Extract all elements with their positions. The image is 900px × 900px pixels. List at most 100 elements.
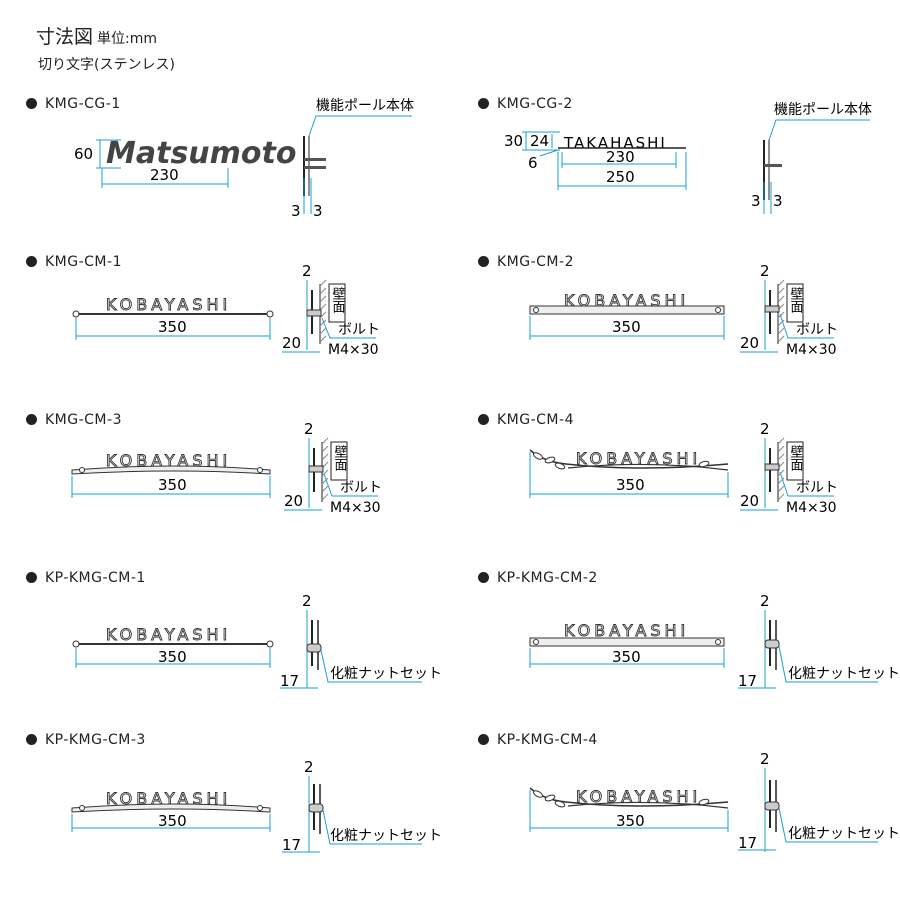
pole-body-label: 機能ポール本体 <box>774 102 872 118</box>
wall-label-box <box>786 441 804 481</box>
dim-depth: 17 <box>738 834 757 852</box>
bracket <box>764 164 782 167</box>
bolt-label: ボルト <box>340 480 382 496</box>
page-title-text: 寸法図 <box>36 26 94 48</box>
bolt <box>764 305 780 313</box>
screw-hole <box>533 307 539 313</box>
drawing-kmg-cm-1: KOBAYASHI 350 2 20 壁面 ボルト M4×30 <box>72 262 380 358</box>
vine-stem <box>567 463 729 471</box>
dim-width: 350 <box>158 476 187 494</box>
leaf <box>544 794 556 802</box>
decorative-nut <box>308 803 324 813</box>
screw-hole <box>266 640 274 648</box>
panel-kmg-cg-1: KMG-CG-1 Matsumoto 60 230 3 3 機能ポール本体 <box>26 96 466 246</box>
wall-label: 壁面 <box>788 445 804 471</box>
dim-depth: 20 <box>284 492 303 510</box>
wall-hatch <box>777 437 785 501</box>
sign-text: KOBAYASHI <box>576 787 701 806</box>
dim-width: 350 <box>616 476 645 494</box>
drawing-kmg-cg-1: Matsumoto 60 230 3 3 機能ポール本体 <box>74 98 414 220</box>
dim-depth: 17 <box>738 672 757 690</box>
unit-note: 単位:mm <box>97 31 158 47</box>
model-label: KP-KMG-CM-3 <box>26 732 146 748</box>
screw-hole <box>79 805 85 811</box>
leader-line <box>778 645 878 683</box>
dim-depth: 20 <box>740 334 759 352</box>
bolt <box>306 309 322 317</box>
dim-side-b: 3 <box>313 202 323 220</box>
drawing-kmg-cm-3: KOBAYASHI 350 2 20 壁面 ボルト M4×30 <box>71 420 382 516</box>
leaf <box>698 798 710 806</box>
model-label: KMG-CG-1 <box>26 96 121 112</box>
panel-kmg-cg-2: KMG-CG-2 TAKAHASHI 30 24 6 230 250 3 3 機… <box>478 96 900 246</box>
dim-width: 350 <box>158 648 187 666</box>
model-label: KMG-CM-2 <box>478 254 574 270</box>
dim-depth: 17 <box>280 672 299 690</box>
pole-body-label: 機能ポール本体 <box>316 98 414 114</box>
bolt-size: M4×30 <box>786 342 837 358</box>
dim-width: 350 <box>612 648 641 666</box>
sign-text: KOBAYASHI <box>106 789 231 808</box>
decorative-nut <box>764 639 780 649</box>
dim-gap: 2 <box>760 750 770 768</box>
page-subtitle: 切り文字(ステンレス) <box>38 57 175 73</box>
model-label: KP-KMG-CM-4 <box>478 732 598 748</box>
sign-text: KOBAYASHI <box>564 621 689 640</box>
screw-hole <box>715 307 721 313</box>
dim-height-value: 60 <box>74 145 93 163</box>
screw-hole <box>266 310 274 318</box>
sign-bar-curved <box>71 803 271 813</box>
sign-text: KOBAYASHI <box>576 449 701 468</box>
bolt-label: ボルト <box>796 322 838 338</box>
nut-set-label: 化粧ナットセット <box>330 828 442 844</box>
model-label: KMG-CM-4 <box>478 412 574 428</box>
bolt <box>308 465 324 473</box>
dim-gap: 2 <box>760 420 770 438</box>
leader-line <box>778 807 878 843</box>
decorative-nut <box>306 643 322 653</box>
model-label: KMG-CM-3 <box>26 412 122 428</box>
sign-text: KOBAYASHI <box>106 451 231 470</box>
screw-hole <box>715 639 721 645</box>
wall-label-box <box>328 283 346 323</box>
leaf <box>544 456 556 464</box>
nut-set-label: 化粧ナットセット <box>330 666 442 682</box>
wall-label-box <box>330 441 348 481</box>
dim-depth: 20 <box>282 334 301 352</box>
leader-line <box>322 809 422 845</box>
panel-kp-kmg-cm-2: KP-KMG-CM-2 KOBAYASHI 350 2 17 化粧ナットセット <box>478 570 900 720</box>
bracket <box>304 166 326 169</box>
drawing-kmg-cm-2: KOBAYASHI 350 2 20 壁面 ボルト M4×30 <box>529 262 838 358</box>
nut-set-label: 化粧ナットセット <box>788 666 900 682</box>
model-label: KMG-CM-1 <box>26 254 122 270</box>
page-title: 寸法図単位:mm <box>36 22 157 49</box>
dim-offset-leader <box>539 149 559 157</box>
bolt-size: M4×30 <box>330 500 381 516</box>
dim-gap: 2 <box>302 592 312 610</box>
leader-line <box>321 317 376 339</box>
panel-kmg-cm-4: KMG-CM-4 KOBAYASHI 350 2 20 壁面 ボルト M4×30 <box>478 412 900 562</box>
panel-kp-kmg-cm-1: KP-KMG-CM-1 KOBAYASHI 350 2 17 化粧ナットセット <box>26 570 466 720</box>
screw-hole <box>257 805 263 811</box>
screw-hole <box>533 639 539 645</box>
bolt-label: ボルト <box>796 480 838 496</box>
wall-label: 壁面 <box>332 445 348 471</box>
leaf <box>554 800 566 808</box>
leader-line <box>323 473 378 497</box>
dim-width: 250 <box>606 168 635 186</box>
sign-text: KOBAYASHI <box>106 295 231 314</box>
drawing-kp-kmg-cm-1: KOBAYASHI 350 2 17 化粧ナットセット <box>72 592 442 690</box>
model-label: KP-KMG-CM-1 <box>26 570 146 586</box>
dim-side-a: 3 <box>291 202 301 220</box>
screw-hole <box>72 640 80 648</box>
dim-side-a: 3 <box>751 192 761 210</box>
dim-width: 350 <box>158 318 187 336</box>
dim-gap: 2 <box>304 420 314 438</box>
dim-width-value: 230 <box>150 166 179 184</box>
screw-hole <box>257 467 263 473</box>
leader-line <box>779 471 834 497</box>
wall-label-box <box>786 283 804 323</box>
leader-line <box>308 115 412 137</box>
panel-kmg-cm-2: KMG-CM-2 KOBAYASHI 350 2 20 壁面 ボルト M4×30 <box>478 254 900 404</box>
screw-hole <box>72 310 80 318</box>
